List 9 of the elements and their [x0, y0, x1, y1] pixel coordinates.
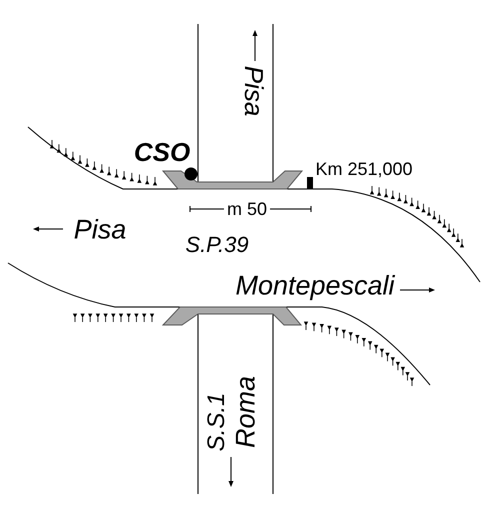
road-name-label: S.P.39 — [185, 234, 249, 256]
destination-label: Pisa — [241, 66, 267, 116]
destination-label: Roma — [232, 376, 260, 448]
destination-label: Montepescali — [235, 272, 395, 300]
site-label: CSO — [134, 139, 190, 165]
dimension-label: m 50 — [226, 200, 268, 218]
kilometre-label: Km 251,000 — [315, 160, 413, 178]
destination-label: Pisa — [74, 216, 126, 244]
road-name-label: S.S.1 — [205, 392, 229, 452]
